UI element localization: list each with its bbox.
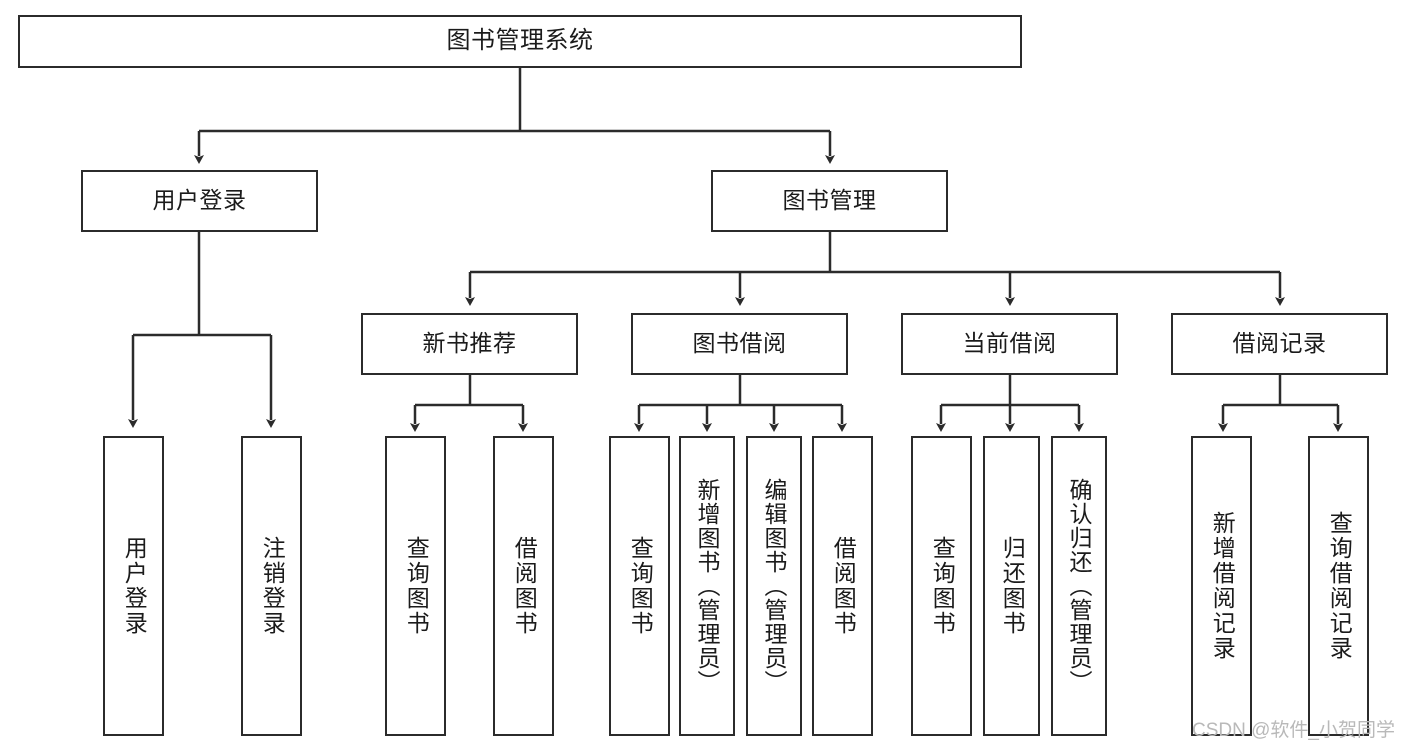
leaf-user-login[interactable]: 用户登录	[103, 436, 164, 736]
leaf-query-books-new[interactable]: 查询图书	[385, 436, 446, 736]
node-label: 新增借阅记录	[1209, 511, 1236, 661]
node-label: 当前借阅	[962, 330, 1057, 357]
node-label: 用户登录	[152, 187, 247, 214]
node-label: 查询图书	[627, 536, 654, 636]
leaf-borrow-books[interactable]: 借阅图书	[812, 436, 873, 736]
leaf-confirm-return-admin[interactable]: 确认归还（管理员）	[1051, 436, 1107, 736]
node-current-borrowing[interactable]: 当前借阅	[901, 313, 1118, 375]
node-label: 查询图书	[929, 536, 956, 636]
node-label: 图书借阅	[692, 330, 787, 357]
node-label: 新增图书（管理员）	[694, 478, 721, 694]
node-new-book-recommendation[interactable]: 新书推荐	[361, 313, 578, 375]
node-label: 用户登录	[121, 536, 148, 636]
node-label: 新书推荐	[422, 330, 517, 357]
node-book-management[interactable]: 图书管理	[711, 170, 948, 232]
node-label: 归还图书	[999, 536, 1026, 636]
node-borrow-records[interactable]: 借阅记录	[1171, 313, 1388, 375]
node-label: 图书管理系统	[446, 27, 594, 55]
node-label: 借阅图书	[830, 536, 857, 636]
leaf-return-books[interactable]: 归还图书	[983, 436, 1040, 736]
leaf-edit-book-admin[interactable]: 编辑图书（管理员）	[746, 436, 802, 736]
node-label: 借阅图书	[511, 536, 538, 636]
leaf-query-books-current[interactable]: 查询图书	[911, 436, 972, 736]
node-label: 借阅记录	[1232, 330, 1327, 357]
leaf-query-books-borrow[interactable]: 查询图书	[609, 436, 670, 736]
node-label: 查询借阅记录	[1326, 511, 1353, 661]
node-user-login[interactable]: 用户登录	[81, 170, 318, 232]
leaf-query-borrow-record[interactable]: 查询借阅记录	[1308, 436, 1369, 736]
csdn-watermark: CSDN @软件_小贺同学	[1192, 720, 1395, 741]
node-label: 图书管理	[782, 187, 877, 214]
leaf-borrow-books-new[interactable]: 借阅图书	[493, 436, 554, 736]
leaf-add-book-admin[interactable]: 新增图书（管理员）	[679, 436, 735, 736]
node-label: 编辑图书（管理员）	[761, 478, 788, 694]
node-book-management-system[interactable]: 图书管理系统	[18, 15, 1022, 68]
leaf-logout[interactable]: 注销登录	[241, 436, 302, 736]
node-book-borrowing[interactable]: 图书借阅	[631, 313, 848, 375]
node-label: 查询图书	[403, 536, 430, 636]
node-label: 注销登录	[259, 536, 286, 636]
node-label: 确认归还（管理员）	[1066, 478, 1093, 694]
leaf-add-borrow-record[interactable]: 新增借阅记录	[1191, 436, 1252, 736]
